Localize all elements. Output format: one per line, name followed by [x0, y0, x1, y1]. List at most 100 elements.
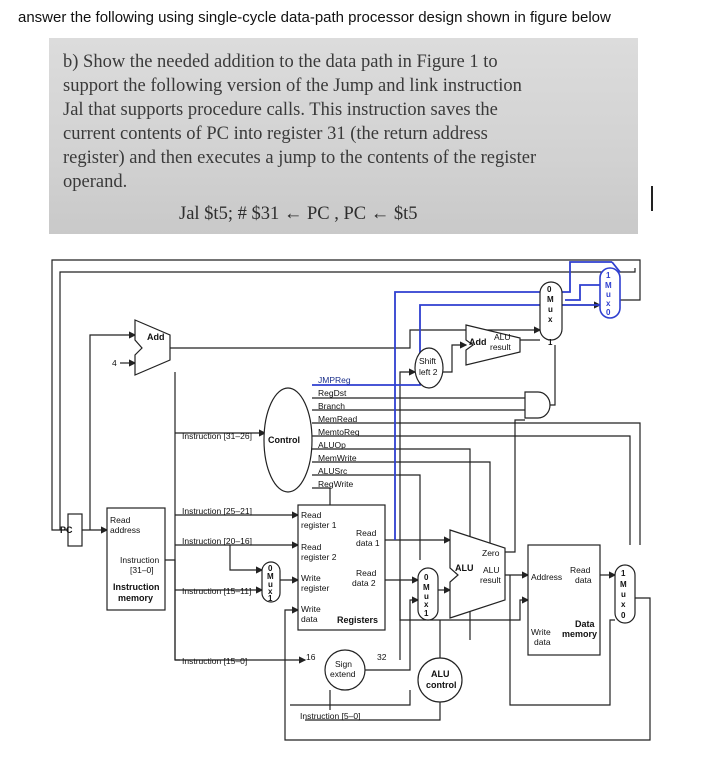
- control-signal: MemWrite: [318, 453, 357, 463]
- jal-added-wires: [312, 261, 621, 540]
- field-label: Instruction [15–0]: [182, 656, 247, 666]
- mux-label: M: [267, 572, 274, 581]
- mux-label: x: [621, 600, 626, 609]
- shift-left-2: [414, 347, 444, 389]
- alu-label: result: [480, 575, 501, 585]
- instr-mem-label: [31–0]: [130, 565, 154, 575]
- register-label: Write: [301, 604, 321, 614]
- shift-label: left 2: [419, 367, 438, 377]
- register-label: data 1: [356, 538, 380, 548]
- mux-label: x: [424, 600, 429, 609]
- branch-adder-label: Add: [469, 337, 487, 347]
- data-mem-label: memory: [562, 629, 597, 639]
- register-file: [297, 504, 386, 631]
- data-mem-label: Write: [531, 627, 551, 637]
- field-label: Instruction [5–0]: [300, 711, 360, 721]
- data-mem-label: data: [575, 575, 592, 585]
- mux-label: x: [548, 315, 553, 324]
- alu-label: Zero: [482, 548, 500, 558]
- mux-label: M: [547, 295, 554, 304]
- register-label: data 2: [352, 578, 376, 588]
- mux-label: 1: [548, 338, 553, 347]
- question-line: support the following version of the Jum…: [63, 76, 522, 96]
- instr-mem-label: Instruction: [113, 582, 160, 592]
- control-signal: MemRead: [318, 414, 357, 424]
- register-label: Write: [301, 573, 321, 583]
- jal-instruction: Jal $t5; # $31 ← PC , PC ← $t5: [179, 204, 418, 224]
- mux-label: 0: [621, 611, 626, 620]
- field-label: Instruction [15–11]: [182, 586, 251, 596]
- mux-label: x: [606, 299, 611, 308]
- control-signal: RegDst: [318, 388, 347, 398]
- mux-label: 0: [424, 573, 429, 582]
- field-label: Instruction [25–21]: [182, 506, 252, 516]
- mux-label: u: [606, 290, 611, 299]
- question-line: b) Show the needed addition to the data …: [63, 52, 498, 72]
- register-label: register: [301, 583, 330, 593]
- alu-control: [417, 657, 463, 703]
- question-line: register) and then executes a jump to th…: [63, 148, 537, 168]
- regdst-mux: [261, 561, 281, 603]
- alu-control-label: control: [426, 680, 457, 690]
- data-mem-label: Address: [531, 572, 562, 582]
- question-header: answer the following using single-cycle …: [18, 9, 611, 26]
- instr-mem-label: Instruction: [120, 555, 159, 565]
- mux-label: M: [620, 580, 627, 589]
- question-line: current contents of PC into register 31 …: [63, 124, 488, 144]
- field-label: Instruction [31–26]: [182, 431, 252, 441]
- mux-label: u: [268, 580, 273, 589]
- alusrc-mux: [417, 567, 439, 621]
- control-signal: RegWrite: [318, 479, 354, 489]
- alu-label: ALU: [483, 565, 500, 575]
- control-signal: Branch: [318, 401, 345, 411]
- data-memory: [527, 544, 601, 656]
- register-label: Read: [356, 528, 377, 538]
- mux-label: 0: [606, 308, 611, 317]
- question-line: operand.: [63, 172, 128, 192]
- register-label: data: [301, 614, 318, 624]
- control-signal: ALUOp: [318, 440, 346, 450]
- register-label: Read: [301, 510, 322, 520]
- control-label: Control: [268, 435, 300, 445]
- sign-extend-label: 16: [306, 652, 316, 662]
- register-label: register 1: [301, 520, 337, 530]
- mux-label: 1: [268, 594, 273, 603]
- mux-label: 1: [606, 271, 611, 280]
- mux-label: M: [605, 281, 612, 290]
- mux-label: u: [621, 590, 626, 599]
- branch-adder: [465, 324, 521, 366]
- shift-label: Shift: [419, 356, 437, 366]
- mux-label: M: [423, 583, 430, 592]
- mux-label: u: [548, 305, 553, 314]
- mux-label: 1: [621, 569, 626, 578]
- control-signal-jmpreg: JMPReg: [318, 375, 351, 385]
- sign-extend-label: extend: [330, 669, 356, 679]
- pc-label: PC: [60, 525, 73, 535]
- register-label: register 2: [301, 552, 337, 562]
- pc-register: [67, 513, 83, 547]
- memtoreg-mux: [614, 564, 636, 624]
- control-signal: MemtoReg: [318, 427, 360, 437]
- sign-extend-label: Sign: [335, 659, 352, 669]
- jump-register-mux: [599, 267, 621, 319]
- mux-label: 0: [268, 564, 273, 573]
- mux-label: x: [268, 587, 273, 596]
- data-mem-label: data: [534, 637, 551, 647]
- instr-mem-label: memory: [118, 593, 153, 603]
- branch-and-gate: [524, 391, 551, 419]
- mux-label: u: [424, 592, 429, 601]
- instr-mem-label: address: [110, 525, 140, 535]
- constant-four: 4: [112, 358, 117, 368]
- instr-mem-label: Read: [110, 515, 131, 525]
- pc-source-mux: [539, 281, 563, 341]
- register-label: Registers: [337, 615, 378, 625]
- pc-adder-label: Add: [147, 332, 165, 342]
- sign-extend-label: 32: [377, 652, 387, 662]
- field-label: Instruction [20–16]: [182, 536, 252, 546]
- alu-control-label: ALU: [431, 669, 450, 679]
- alu: [449, 529, 506, 619]
- question-photo: b) Show the needed addition to the data …: [49, 38, 638, 234]
- control-unit: [263, 387, 313, 493]
- instruction-memory: [106, 507, 166, 611]
